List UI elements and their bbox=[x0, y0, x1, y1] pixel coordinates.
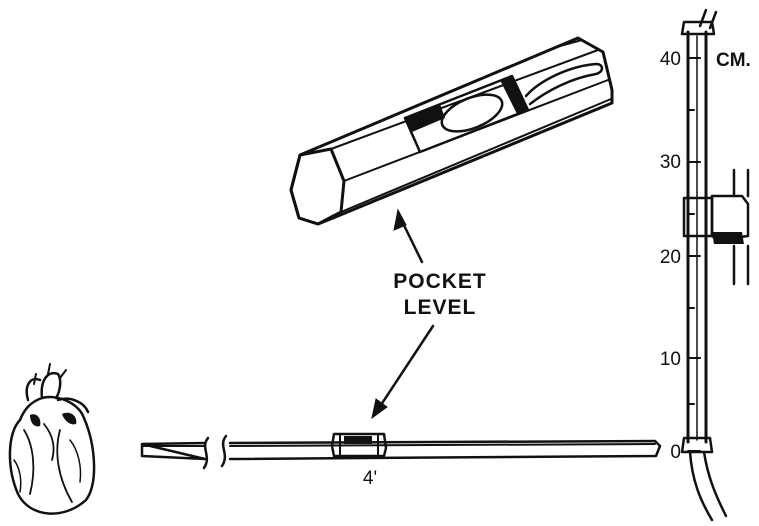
measuring-board bbox=[140, 432, 662, 470]
scale-tick-label-0: 0 bbox=[670, 442, 681, 463]
scale-tick-label-30: 30 bbox=[660, 152, 681, 173]
callout-label-line2: LEVEL bbox=[404, 296, 477, 319]
heart-illustration bbox=[8, 363, 96, 515]
scale-tick-label-20: 20 bbox=[660, 247, 681, 268]
scale-tick-label-10: 10 bbox=[660, 349, 681, 370]
scale-unit-label: CM. bbox=[716, 50, 751, 71]
scale-tick-label-40: 40 bbox=[660, 49, 681, 70]
manometer-scale bbox=[680, 8, 750, 522]
arrow-to-pocket-level bbox=[393, 208, 424, 264]
pocket-level-illustration bbox=[289, 36, 614, 226]
board-length-label: 4' bbox=[363, 468, 377, 489]
arrow-to-board-level bbox=[371, 324, 435, 420]
callout-label-line1: POCKET bbox=[393, 270, 487, 293]
